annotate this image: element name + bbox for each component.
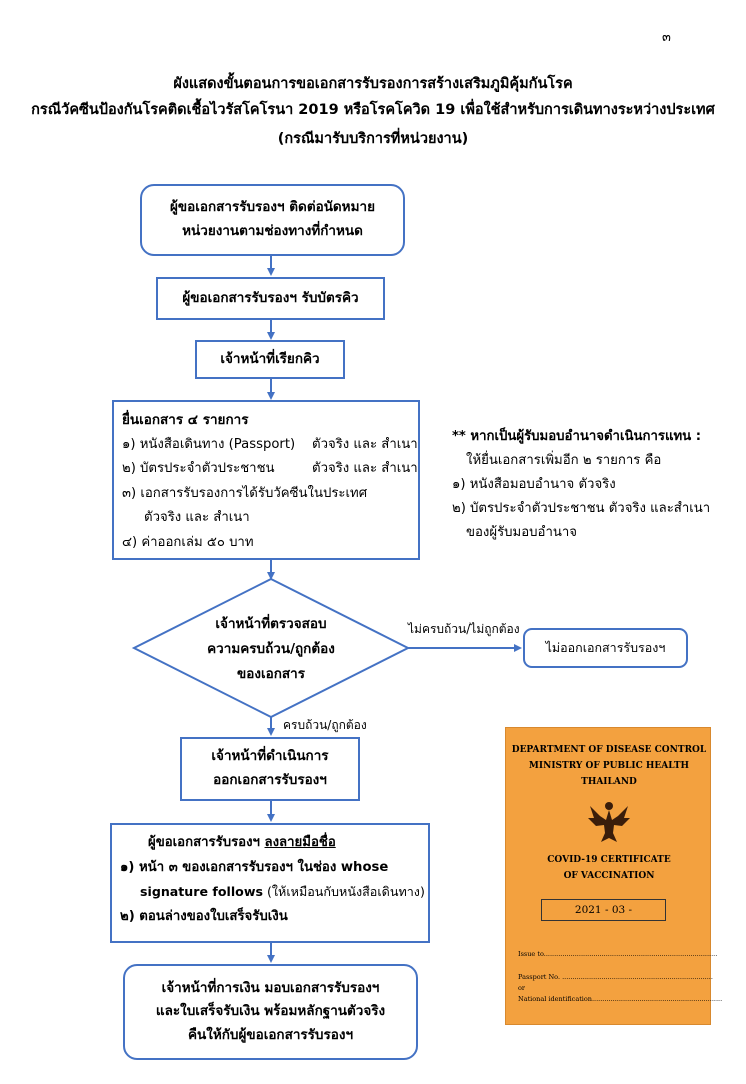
cert-passport-no: Passport No. ...........................… — [518, 973, 713, 981]
page-number: ๓ — [662, 30, 671, 45]
decision-line1: เจ้าหน้าที่ตรวจสอบ — [215, 616, 327, 632]
cert-issue-to: Issue to................................… — [518, 950, 718, 958]
step7-line1: เจ้าหน้าที่การเงิน มอบเอกสารรับรองฯ — [161, 979, 380, 996]
decision-line3: ของเอกสาร — [237, 666, 305, 682]
page-title-line3: (กรณีมารับบริการที่หน่วยงาน) — [277, 131, 469, 147]
step6-line3: signature follows (ให้เหมือนกับหนังสือเด… — [120, 880, 428, 905]
proxy-note-line2: ๑) หนังสือมอบอำนาจ ตัวจริง — [452, 477, 616, 492]
proxy-note-line3: ๒) บัตรประจำตัวประชาชน ตัวจริง และสำเนา — [452, 501, 711, 516]
cert-ministry: MINISTRY OF PUBLIC HEALTH — [528, 761, 690, 771]
decision-line2: ความครบถ้วน/ถูกต้อง — [207, 641, 335, 657]
step5-line1: เจ้าหน้าที่ดำเนินการ — [211, 748, 329, 765]
step4-item-2: ๒) บัตรประจำตัวประชาชน ตัวจริง และ สำเนา — [122, 457, 418, 482]
step1-contact-appointment: ผู้ขอเอกสารรับรองฯ ติดต่อนัดหมาย หน่วยงา… — [140, 184, 405, 256]
cert-country: THAILAND — [581, 777, 637, 787]
step1-line1: ผู้ขอเอกสารรับรองฯ ติดต่อนัดหมาย — [170, 199, 375, 216]
step7-line3: คืนให้กับผู้ขอเอกสารรับรองฯ — [187, 1026, 354, 1043]
step4-item-2-note: ตัวจริง และ สำเนา — [312, 461, 418, 476]
page-title-line2: กรณีวัคซีนป้องกันโรคติดเชื้อไวรัสโคโรนา … — [31, 102, 715, 118]
step6-line1: ผู้ขอเอกสารรับรองฯ ลงลายมือชื่อ — [120, 831, 428, 856]
step4-item-3: ๓) เอกสารรับรองการได้รับวัคซีนในประเทศ — [122, 485, 368, 501]
step3-label: เจ้าหน้าที่เรียกคิว — [220, 350, 320, 367]
cert-or: or — [518, 984, 526, 992]
step6-sign-label: ลงลายมือชื่อ — [264, 835, 336, 850]
step5-line2: ออกเอกสารรับรองฯ — [213, 772, 327, 788]
step6-line4: ๒) ตอนล่างของใบเสร็จรับเงิน — [120, 908, 288, 924]
yes-branch-label: ครบถ้วน/ถูกต้อง — [283, 718, 367, 732]
no-certificate-label: ไม่ออกเอกสารรับรองฯ — [545, 640, 666, 655]
garuda-emblem-icon — [588, 802, 630, 842]
step7-line2: และใบเสร็จรับเงิน พร้อมหลักฐานตัวจริง — [155, 1003, 386, 1020]
step6-line2: ๑) หน้า ๓ ของเอกสารรับรองฯ ในช่อง whose — [120, 859, 389, 875]
proxy-note-line4: ของผู้รับมอบอำนาจ — [466, 525, 578, 540]
proxy-note-line1: ให้ยื่นเอกสารเพิ่มอีก ๒ รายการ คือ — [466, 453, 662, 468]
cert-date-box: 2021 - 03 - — [541, 899, 666, 921]
step6-line3-a: signature follows — [140, 884, 263, 899]
covid-certificate-cover: DEPARTMENT OF DISEASE CONTROL MINISTRY O… — [505, 727, 722, 1025]
decision-label: เจ้าหน้าที่ตรวจสอบ ความครบถ้วน/ถูกต้อง ข… — [184, 612, 358, 687]
step7-return-documents: เจ้าหน้าที่การเงิน มอบเอกสารรับรองฯ และใ… — [123, 964, 418, 1060]
step4-item-3-cont: ตัวจริง และ สำเนา — [144, 510, 250, 525]
no-branch-label: ไม่ครบถ้วน/ไม่ถูกต้อง — [408, 622, 520, 636]
step4-item-1-text: ๑) หนังสือเดินทาง (Passport) — [122, 436, 296, 452]
step4-submit-documents: ยื่นเอกสาร ๔ รายการ ๑) หนังสือเดินทาง (P… — [112, 400, 420, 560]
cert-department: DEPARTMENT OF DISEASE CONTROL — [511, 745, 707, 755]
page-title-line1: ผังแสดงขั้นตอนการขอเอกสารรับรองการสร้างเ… — [173, 76, 573, 92]
step4-heading: ยื่นเอกสาร ๔ รายการ — [122, 412, 249, 428]
step1-line2: หน่วยงานตามช่องทางที่กำหนด — [182, 223, 363, 239]
step4-item-1-note: ตัวจริง และ สำเนา — [312, 436, 418, 452]
no-certificate-box: ไม่ออกเอกสารรับรองฯ — [523, 628, 688, 668]
step6-sign-documents: ผู้ขอเอกสารรับรองฯ ลงลายมือชื่อ ๑) หน้า … — [110, 823, 430, 943]
step4-item-1: ๑) หนังสือเดินทาง (Passport) ตัวจริง และ … — [122, 433, 418, 458]
proxy-note-heading: ** หากเป็นผู้รับมอบอำนาจดำเนินการแทน : — [452, 429, 702, 444]
step3-officer-calls-queue: เจ้าหน้าที่เรียกคิว — [195, 340, 345, 379]
step6-line3-b: (ให้เหมือนกับหนังสือเดินทาง) — [262, 884, 425, 899]
step5-issue-certificate: เจ้าหน้าที่ดำเนินการ ออกเอกสารรับรองฯ — [180, 737, 360, 801]
cert-title-line1: COVID-19 CERTIFICATE — [547, 855, 671, 865]
step4-item-4: ๔) ค่าออกเล่ม ๕๐ บาท — [122, 534, 254, 550]
step2-label: ผู้ขอเอกสารรับรองฯ รับบัตรคิว — [182, 289, 359, 306]
cert-national-id: National identification.................… — [518, 995, 723, 1003]
step2-receive-queue-card: ผู้ขอเอกสารรับรองฯ รับบัตรคิว — [156, 277, 385, 320]
cert-title-line2: OF VACCINATION — [563, 871, 655, 881]
step6-line1-a: ผู้ขอเอกสารรับรองฯ — [148, 835, 265, 850]
step4-item-2-text: ๒) บัตรประจำตัวประชาชน — [122, 461, 275, 476]
